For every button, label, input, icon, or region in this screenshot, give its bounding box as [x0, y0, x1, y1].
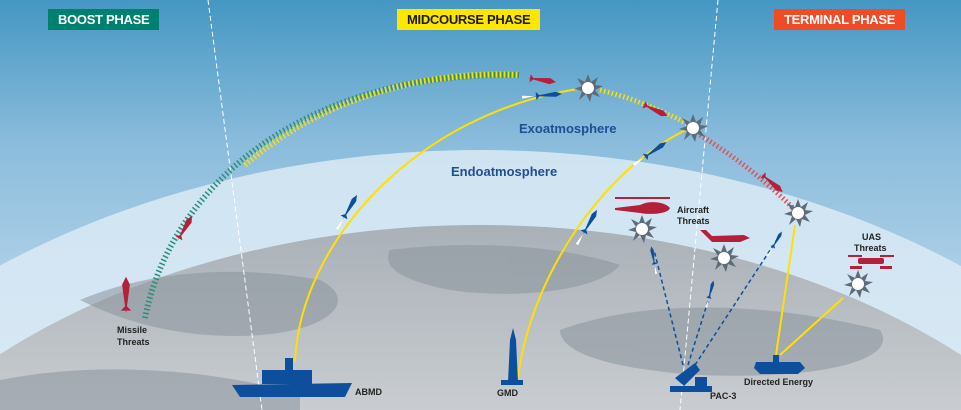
terminal-threat-trajectory: [698, 132, 797, 212]
gmd-label: GMD: [497, 388, 518, 398]
pac3-launcher-icon: [670, 363, 712, 392]
exoatmosphere-label: Exoatmosphere: [519, 121, 617, 136]
missile-threats-label: Threats: [117, 337, 150, 347]
laser-beam: [775, 224, 796, 356]
endoatmosphere-label: Endoatmosphere: [451, 164, 557, 179]
midcourse-phase-badge: MIDCOURSE PHASE: [397, 9, 541, 30]
missile-threats-label: Missile: [117, 325, 147, 335]
gmd-silo-icon: [501, 328, 523, 385]
uas-threats-label: UAS: [862, 232, 881, 242]
ship-icon: [232, 358, 352, 397]
boost-midcourse-divider: [207, 0, 263, 410]
pac3-intercept-paths: [653, 234, 781, 366]
midcourse-terminal-divider: [679, 0, 719, 410]
abmd-intercept-path: [294, 87, 586, 363]
abmd-label: ABMD: [355, 387, 382, 397]
uas-threats-label: Threats: [854, 243, 887, 253]
pac3-label: PAC-3: [710, 391, 736, 401]
aircraft-threats-label: Threats: [677, 216, 710, 226]
laser-beam: [779, 297, 844, 356]
terminal-phase-badge: TERMINAL PHASE: [774, 9, 906, 30]
boost-phase-badge: BOOST PHASE: [48, 9, 160, 30]
helicopter-icon: [615, 197, 670, 214]
threat-trajectory-mid: [599, 87, 692, 128]
boost-trajectory: [142, 71, 521, 319]
aircraft-threats-label: Aircraft: [677, 205, 709, 215]
directed-energy-vehicle-icon: [754, 355, 805, 374]
directed-energy-label: Directed Energy: [744, 377, 813, 387]
drone-icon: [848, 255, 894, 269]
jet-icon: [700, 230, 750, 242]
landmass: [0, 245, 884, 410]
